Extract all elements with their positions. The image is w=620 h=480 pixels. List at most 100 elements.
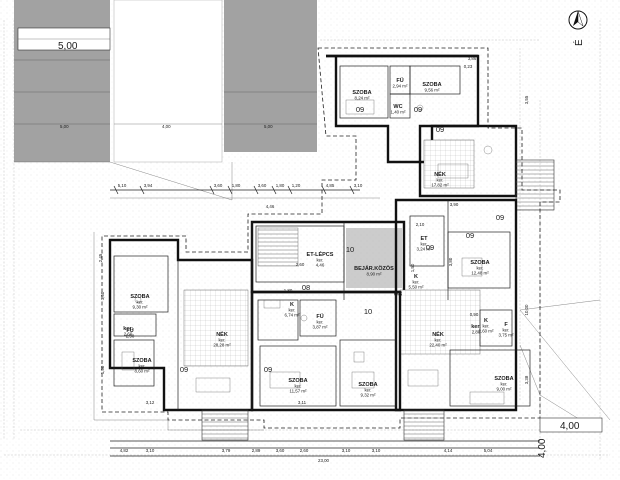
- dimension-tick: [253, 185, 259, 195]
- room-floor: ker.: [420, 242, 427, 247]
- dimension-bottom-value: 4,14: [444, 448, 453, 453]
- zone-number: 09: [180, 365, 188, 374]
- room-name: NÉK: [434, 170, 446, 178]
- zone-number: 09: [414, 105, 422, 114]
- room-floor: ker.: [364, 388, 371, 393]
- dimension-tick: [271, 185, 277, 195]
- room-name: SZOBA: [132, 358, 151, 364]
- room-name: SZOBA: [130, 294, 149, 300]
- room-floor: ker.: [434, 338, 441, 343]
- room-area: 9,56 m²: [425, 88, 440, 93]
- room-name: NÉK: [216, 330, 228, 338]
- room-area: 3,24 m²: [417, 247, 432, 252]
- dimension-top-value: 1,80: [232, 183, 241, 188]
- dimension-misc-value: 10,00: [524, 304, 529, 316]
- room-area: 12,48 m²: [471, 271, 489, 276]
- dimension-bottom-value: 3,10: [146, 448, 155, 453]
- dimension-misc-value: 0,23: [464, 64, 473, 69]
- room-floor: ker.: [500, 382, 507, 387]
- dimension-misc-value: 1,80: [284, 288, 293, 293]
- dimension-top-value: 3,94: [144, 183, 153, 188]
- dimension-top-value: 3,60: [258, 183, 267, 188]
- room-name: ET: [420, 236, 428, 242]
- room-floor: ker.: [316, 258, 323, 263]
- dimension-misc-value: 3,90: [450, 202, 459, 207]
- room-area: 8,60 m²: [135, 369, 150, 374]
- dimension-bottom-value: 5,04: [484, 448, 493, 453]
- misc-dimensions: 3,860,233,553,804,461,501,502,4510,003,9…: [98, 56, 529, 405]
- room-label: FÜ2,58: [126, 327, 135, 339]
- room-floor: ker.: [316, 320, 323, 325]
- room-name: FÜ: [396, 77, 403, 84]
- room-area: 5,50 m²: [409, 285, 424, 290]
- room-name: K: [484, 318, 488, 324]
- room-label: FÜ2,94 m²: [393, 77, 408, 89]
- roof-outline: [93, 47, 561, 431]
- zone-number: 09: [426, 243, 434, 252]
- total-dimension: 23,00: [318, 458, 330, 463]
- room-name: SZOBA: [494, 376, 513, 382]
- room-area: 28,28 m²: [213, 343, 231, 348]
- room-name: FÜ: [316, 313, 323, 320]
- dimension-misc-value: 3,86: [468, 56, 477, 61]
- zone-number: 09: [496, 213, 504, 222]
- north-letter: É: [572, 39, 585, 46]
- room-area: 17,82 m²: [431, 183, 449, 188]
- dimension-tick: [227, 185, 233, 195]
- entrance-steps: [201, 409, 445, 441]
- room-area: 2,58: [126, 334, 135, 339]
- room-area: 2,60: [124, 332, 133, 337]
- room-floor: ker.: [482, 324, 489, 329]
- room-name: ET-LÉPCS: [307, 250, 334, 258]
- neighbour-buildings: [14, 0, 317, 201]
- dimension-tick: [287, 185, 293, 195]
- zone-number: 10: [346, 245, 354, 254]
- room-floor: ker.: [476, 266, 483, 271]
- room-floor: ker.: [412, 280, 419, 285]
- dimension-misc-value: 2,45: [98, 253, 103, 262]
- room-floor: ker.: [218, 338, 225, 343]
- room-name: SZOBA: [470, 260, 489, 266]
- dimension-misc-value: 3,80: [448, 257, 453, 266]
- room-area: 9,32 m²: [361, 393, 376, 398]
- room-area: 3,87 m²: [313, 325, 328, 330]
- room-floor: ker.: [288, 308, 295, 313]
- dimension-bottom-value: 3,10: [372, 448, 381, 453]
- dimension-misc-value: 2,10: [416, 222, 425, 227]
- room-area: 8,24 m²: [355, 96, 370, 101]
- dimension-bottom-value: 3,79: [222, 448, 231, 453]
- zone-number: 09: [466, 231, 474, 240]
- room-area: 11,57 m²: [289, 389, 307, 394]
- zone-number: 09: [436, 125, 444, 134]
- dimension-misc-value: 4,46: [266, 204, 275, 209]
- room-area: 2,80: [472, 330, 481, 335]
- neighbour-left-label: 5,00: [60, 124, 69, 129]
- room-name: SZOBA: [358, 382, 377, 388]
- dimension-misc-value: 3,38: [524, 375, 529, 384]
- room-area: 6,74 m²: [285, 313, 300, 318]
- dimension-tick: [113, 185, 119, 195]
- room-name: BEJÁR.KÖZÖS: [354, 265, 394, 272]
- room-label: ker.2,80: [471, 324, 481, 335]
- dimension-misc-value: 0,90: [470, 312, 479, 317]
- dimension-bottom-value: 3,60: [276, 448, 285, 453]
- neighbour-mid-label: 4,00: [162, 124, 171, 129]
- room-name: FÜ: [126, 327, 133, 334]
- room-name: SZOBA: [288, 378, 307, 384]
- room-name: F: [504, 322, 508, 328]
- dimension-top-value: 3,10: [354, 183, 363, 188]
- room-name: NÉK: [432, 330, 444, 338]
- dimension-misc-value: 1,50: [100, 365, 105, 374]
